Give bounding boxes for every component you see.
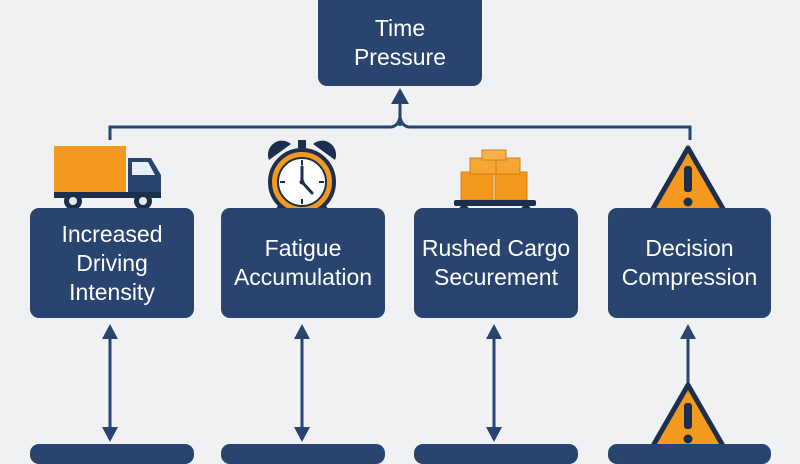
arrow-up-3: [486, 324, 502, 339]
node-rushed-cargo-securement: Rushed Cargo Securement: [414, 208, 578, 318]
arrow-up-4: [680, 324, 696, 339]
alarm-clock-icon: [267, 140, 337, 218]
node-bottom-1: [30, 444, 194, 464]
node-increased-driving-intensity: Increased Driving Intensity: [30, 208, 194, 318]
arrow-up-1: [102, 324, 118, 339]
connector-lines: [102, 88, 696, 442]
arrow-up-2: [294, 324, 310, 339]
node-line: Fatigue: [264, 235, 342, 261]
warning-triangle-icon: [647, 145, 729, 217]
node-line: Time: [374, 15, 426, 41]
arrow-down-3: [486, 427, 502, 442]
arrow-up-top: [391, 88, 409, 104]
node-bottom-3: [414, 444, 578, 464]
node-line: Intensity: [69, 278, 155, 305]
cargo-cart-icon: [454, 149, 536, 215]
node-line: Decision: [645, 235, 734, 261]
delivery-truck-icon: [54, 146, 161, 210]
node-decision-compression: Decision Compression: [608, 208, 771, 318]
node-line: Securement: [433, 264, 558, 290]
node-line: Accumulation: [233, 264, 373, 290]
node-line: Pressure: [353, 44, 447, 70]
icon-layer: [54, 140, 729, 450]
node-time-pressure: Time Pressure: [318, 0, 482, 86]
node-line: Driving: [76, 249, 148, 276]
node-bottom-4: [608, 444, 771, 464]
arrow-down-2: [294, 427, 310, 442]
node-line: Increased: [61, 220, 163, 247]
node-bottom-2: [221, 444, 385, 464]
arrow-down-1: [102, 427, 118, 442]
warning-triangle-icon: [647, 382, 729, 450]
node-line: Rushed Cargo: [421, 235, 571, 261]
node-line: Compression: [621, 264, 758, 290]
node-fatigue-accumulation: Fatigue Accumulation: [221, 208, 385, 318]
